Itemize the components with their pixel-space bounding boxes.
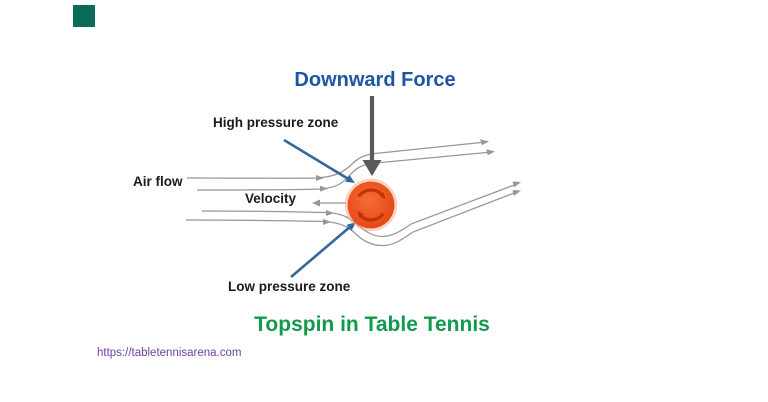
low-pressure-pointer-arrow	[290, 222, 356, 278]
air-flow-label: Air flow	[133, 174, 183, 189]
website-url: https://tabletennisarena.com	[97, 347, 242, 359]
streamline-upper-1	[186, 139, 489, 181]
spin-direction-arrows	[357, 188, 386, 222]
diagram-title: Topspin in Table Tennis	[254, 313, 490, 336]
high-pressure-pointer-arrow	[283, 138, 355, 183]
table-tennis-ball	[344, 178, 398, 232]
streamline-upper-2	[196, 149, 495, 192]
streamline-lower-1	[201, 181, 521, 238]
velocity-label: Velocity	[245, 191, 297, 206]
velocity-arrow	[312, 199, 346, 207]
streamline-lower-2	[185, 190, 521, 247]
high-pressure-zone-label: High pressure zone	[213, 115, 339, 130]
downward-force-arrow	[362, 96, 382, 176]
downward-force-label: Downward Force	[294, 69, 456, 91]
low-pressure-zone-label: Low pressure zone	[228, 279, 351, 294]
corner-brand-square	[73, 5, 95, 27]
